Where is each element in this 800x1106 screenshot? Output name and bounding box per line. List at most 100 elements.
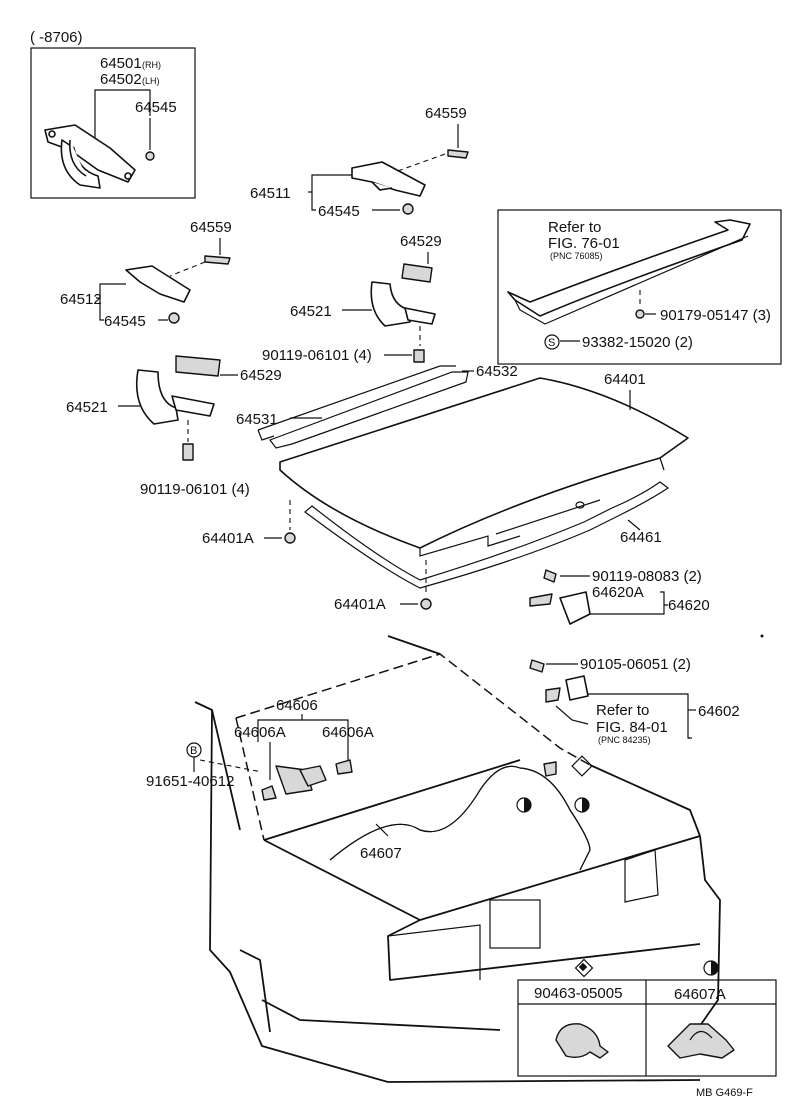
plate-64529-icon [175, 355, 221, 377]
bolt-icon [447, 149, 469, 159]
part-64620A-label: 64620A [592, 584, 644, 601]
bolt-icon [529, 659, 545, 673]
part-64606A-a-label: 64606A [234, 724, 286, 741]
part-90119-06101-a-label: 90119-06101 (4) [262, 347, 372, 364]
part-64521-b-label: 64521 [66, 399, 108, 416]
part-64512-label: 64512 [60, 291, 102, 308]
trunk-lid: 64401 [279, 371, 689, 557]
lock-64620-icon [559, 591, 591, 625]
hinge-64511-icon [351, 161, 426, 197]
bolt-icon [182, 443, 194, 461]
legend-table-frame [517, 979, 777, 1077]
part-64545-b-label: 64545 [104, 313, 146, 330]
plate-64529-icon [401, 263, 433, 283]
car-rear-body [194, 635, 721, 1083]
refer-84-line2: FIG. 84-01 [596, 719, 668, 736]
spoiler-pnc: (PNC 76085) [550, 251, 603, 261]
latch-64602-icon [565, 675, 589, 701]
spoiler-reference-box: Refer to FIG. 76-01 (PNC 76085) 90179-05… [497, 209, 782, 365]
part-64529-b-label: 64529 [240, 367, 282, 384]
diagram-code: MB G469-F [696, 1087, 753, 1099]
release-cable-64607: 64607 [329, 765, 591, 871]
clip-90463-icon [555, 1023, 609, 1059]
clip-64607A-icon [667, 1023, 735, 1059]
spoiler-box-frame [497, 209, 782, 365]
weatherstrip-64461: 64461 [304, 481, 670, 589]
refer-84-line1: Refer to [596, 702, 649, 719]
left-bracket-group: 64529 64521 90119-06101 (4) [66, 355, 282, 498]
nut-icon [402, 203, 414, 215]
part-64602-label: 64602 [698, 703, 740, 720]
inset-leader-hinge [94, 89, 122, 142]
part-90179-05147-label: 90179-05147 (3) [660, 307, 771, 324]
early-model-inset: ( -8706) 64501 (RH) 64502 (LH) 64545 [30, 29, 196, 199]
left-hinge-group: 64559 64512 64545 [60, 219, 232, 330]
part-64461-label: 64461 [620, 529, 662, 546]
inset-hinge-drawing [44, 124, 155, 189]
refer-84-pnc: (PNC 84235) [598, 735, 651, 745]
part-64606-label: 64606 [276, 697, 318, 714]
part-90105-06051-label: 90105-06051 (2) [580, 656, 691, 673]
part-64531-label: 64531 [236, 411, 278, 428]
bolt-icon [335, 759, 353, 775]
bracket-64521-icon [135, 369, 179, 425]
legend-diamond-icon [574, 958, 594, 978]
part-64606A-b-label: 64606A [322, 724, 374, 741]
part-64502-label: 64502 [100, 71, 142, 88]
latch-group: 90105-06051 (2) Refer to FIG. 84-01 (PNC… [529, 656, 740, 745]
leader-64511 [308, 174, 352, 193]
part-90119-08083-label: 90119-08083 (2) [592, 568, 702, 585]
diamond-symbol-icon [571, 755, 593, 777]
rear-spoiler-icon [507, 219, 751, 317]
right-bracket-group: 64529 64521 90119-06101 (4) [262, 233, 442, 364]
screw-icon [635, 309, 645, 319]
part-64401-label: 64401 [604, 371, 646, 388]
cushion-icon [420, 598, 432, 610]
legend-part-90463-05005: 90463-05005 [534, 985, 622, 1002]
inset-frame [30, 47, 196, 199]
trunk-lid-icon [279, 377, 689, 549]
torsion-rods: 64532 64531 [236, 363, 518, 449]
part-64559-a-label: 64559 [425, 105, 467, 122]
hinge-64512-icon [125, 265, 191, 303]
nut-icon [168, 312, 180, 324]
clip-legend: 90463-05005 64607A [517, 958, 777, 1077]
part-64545-inset-label: 64545 [135, 99, 177, 116]
part-64401A-a-label: 64401A [202, 530, 254, 547]
inset-leader-nut [122, 89, 151, 116]
upper-hinge-group: 64559 64511 64545 [250, 105, 469, 220]
cushions: 64401A 64401A [202, 500, 432, 613]
part-64607-label: 64607 [360, 845, 402, 862]
part-64511-label: 64511 [250, 185, 291, 202]
bracket-64521-icon [370, 281, 411, 327]
bolt-icon [543, 569, 557, 583]
part-91651-40612-label: 91651-40612 [146, 773, 234, 790]
bolt-icon [261, 785, 277, 801]
part-64532-label: 64532 [476, 363, 518, 380]
lock-group: 90119-08083 (2) 64620A 64620 [529, 568, 710, 625]
bolt-icon [413, 349, 425, 363]
opener-group: 64606 64606A 64606A B 91651-40612 [146, 697, 374, 801]
clip-symbols [516, 755, 593, 813]
part-90119-06101-b-label: 90119-06101 (4) [140, 481, 250, 498]
part-64401A-b-label: 64401A [334, 596, 386, 613]
spoiler-refer-line2: FIG. 76-01 [548, 235, 620, 252]
date-range-label: ( -8706) [30, 29, 83, 46]
lh-tag: (LH) [142, 76, 160, 86]
symbol-s-icon [544, 334, 560, 350]
symbol-s-label: S [548, 337, 555, 349]
legend-part-64607A: 64607A [674, 986, 726, 1003]
symbol-b-label: B [190, 745, 197, 757]
part-64529-a-label: 64529 [400, 233, 442, 250]
rh-tag: (RH) [142, 60, 161, 70]
part-93382-15020-label: 93382-15020 (2) [582, 334, 693, 351]
bolt-icon [204, 255, 231, 265]
part-64620-label: 64620 [668, 597, 710, 614]
nut-icon [145, 151, 155, 161]
spoiler-refer-line1: Refer to [548, 219, 601, 236]
part-64559-b-label: 64559 [190, 219, 232, 236]
part-64521-a-label: 64521 [290, 303, 332, 320]
part-64501-label: 64501 [100, 55, 142, 72]
part-64545-a-label: 64545 [318, 203, 360, 220]
